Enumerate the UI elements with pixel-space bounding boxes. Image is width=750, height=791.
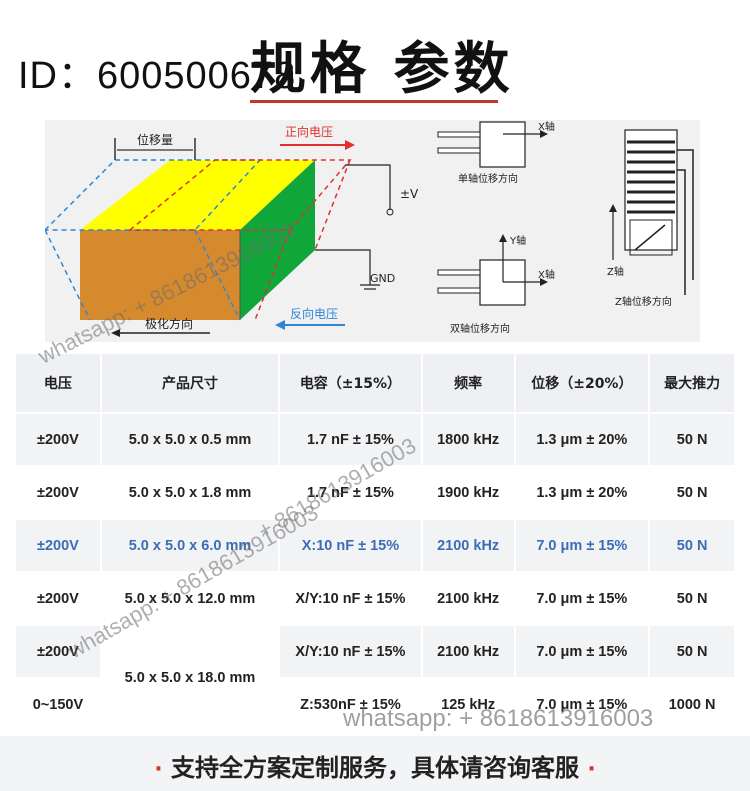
cell-max-force: 50 N: [650, 414, 734, 465]
cell-frequency: 1900 kHz: [422, 467, 514, 518]
table-row: 0~150V Z:530nF ± 15% 125 kHz 7.0 μm ± 15…: [16, 679, 734, 730]
cell-displacement: 7.0 μm ± 15%: [515, 626, 649, 677]
header-displacement: 位移（±20%）: [515, 354, 649, 412]
cell-voltage: ±200V: [16, 573, 100, 624]
z-axis-caption: Z轴位移方向: [615, 295, 672, 308]
gnd-label: GND: [370, 272, 395, 285]
table-row-highlighted: ±200V 5.0 x 5.0 x 6.0 mm X:10 nF ± 15% 2…: [16, 520, 734, 571]
cell-frequency: 1800 kHz: [422, 414, 514, 465]
table-row: ±200V 5.0 x 5.0 x 12.0 mm X/Y:10 nF ± 15…: [16, 573, 734, 624]
polarization-label: 极化方向: [145, 316, 193, 331]
product-id: ID：600500678: [18, 55, 297, 97]
cell-capacitance: Z:530nF ± 15%: [280, 679, 421, 730]
block-front-face: [80, 230, 240, 320]
cell-displacement: 7.0 μm ± 15%: [515, 573, 649, 624]
reverse-voltage-label: 反向电压: [290, 306, 338, 321]
forward-voltage-label: 正向电压: [285, 124, 333, 139]
cell-capacitance: X/Y:10 nF ± 15%: [280, 573, 421, 624]
table-row: ±200V 5.0 x 5.0 x 1.8 mm 1.7 nF ± 15% 19…: [16, 467, 734, 518]
footer-text-line: · 支持全方案定制服务，具体请咨询客服 ·: [0, 748, 750, 783]
cell-max-force: 50 N: [650, 520, 734, 571]
dual-axis-caption: 双轴位移方向: [450, 322, 510, 335]
cell-frequency: 2100 kHz: [422, 626, 514, 677]
x-axis-label-single: X轴: [538, 120, 555, 133]
single-axis-caption: 单轴位移方向: [458, 172, 518, 185]
header-capacitance: 电容（±15%）: [280, 354, 421, 412]
footer-dot-right: ·: [587, 757, 596, 782]
cell-frequency: 2100 kHz: [422, 520, 514, 571]
header-size: 产品尺寸: [101, 354, 279, 412]
header-frequency: 频率: [422, 354, 514, 412]
displacement-label: 位移量: [137, 132, 173, 147]
cell-capacitance: X:10 nF ± 15%: [280, 520, 421, 571]
page-title: 规格 参数: [250, 37, 514, 102]
table-row: ±200V 5.0 x 5.0 x 0.5 mm 1.7 nF ± 15% 18…: [16, 414, 734, 465]
cell-frequency: 125 kHz: [422, 679, 514, 730]
cell-capacitance: X/Y:10 nF ± 15%: [280, 626, 421, 677]
footer-dot-left: ·: [154, 757, 163, 782]
title-underline: [250, 100, 498, 103]
footer-banner: · 支持全方案定制服务，具体请咨询客服 ·: [0, 736, 750, 791]
cell-frequency: 2100 kHz: [422, 573, 514, 624]
spec-table: 电压 产品尺寸 电容（±15%） 频率 位移（±20%） 最大推力 ±200V …: [15, 352, 735, 732]
table-header-row: 电压 产品尺寸 电容（±15%） 频率 位移（±20%） 最大推力: [16, 354, 734, 412]
watermark-flat: whatsapp: + 8618613916003: [343, 705, 654, 732]
cell-displacement: 7.0 μm ± 15%: [515, 679, 649, 730]
cell-displacement: 1.3 μm ± 20%: [515, 414, 649, 465]
block-top-face: [80, 160, 315, 230]
cell-voltage: ±200V: [16, 414, 100, 465]
cell-max-force: 1000 N: [650, 679, 734, 730]
x-axis-label-dual: X轴: [538, 268, 555, 281]
header-max-force: 最大推力: [650, 354, 734, 412]
cell-capacitance: 1.7 nF ± 15%: [280, 414, 421, 465]
cell-max-force: 50 N: [650, 467, 734, 518]
voltage-label: ±V: [400, 187, 419, 201]
cell-size: 5.0 x 5.0 x 6.0 mm: [101, 520, 279, 571]
cell-size-merged: 5.0 x 5.0 x 18.0 mm: [101, 626, 279, 730]
cell-max-force: 50 N: [650, 626, 734, 677]
cell-size: 5.0 x 5.0 x 0.5 mm: [101, 414, 279, 465]
cell-voltage: ±200V: [16, 467, 100, 518]
cell-max-force: 50 N: [650, 573, 734, 624]
header: ID：600500678 规格 参数: [0, 0, 750, 118]
z-axis-label: Z轴: [607, 265, 624, 278]
piezo-diagram: 位移量 正向电压 反向电压 极化方向 ±V GND X轴 单轴位移方向: [45, 120, 700, 342]
cell-size: 5.0 x 5.0 x 1.8 mm: [101, 467, 279, 518]
cell-voltage: ±200V: [16, 520, 100, 571]
piezo-diagram-svg: 位移量 正向电压 反向电压 极化方向 ±V GND X轴 单轴位移方向: [45, 120, 694, 337]
footer-message: 支持全方案定制服务，具体请咨询客服: [171, 754, 579, 782]
cell-displacement: 1.3 μm ± 20%: [515, 467, 649, 518]
block-side-face: [240, 160, 315, 320]
cell-size: 5.0 x 5.0 x 12.0 mm: [101, 573, 279, 624]
cell-voltage: 0~150V: [16, 679, 100, 730]
cell-displacement: 7.0 μm ± 15%: [515, 520, 649, 571]
cell-voltage: ±200V: [16, 626, 100, 677]
header-voltage: 电压: [16, 354, 100, 412]
table-row: ±200V 5.0 x 5.0 x 18.0 mm X/Y:10 nF ± 15…: [16, 626, 734, 730]
cell-capacitance: 1.7 nF ± 15%: [280, 467, 421, 518]
y-axis-label: Y轴: [509, 234, 526, 247]
